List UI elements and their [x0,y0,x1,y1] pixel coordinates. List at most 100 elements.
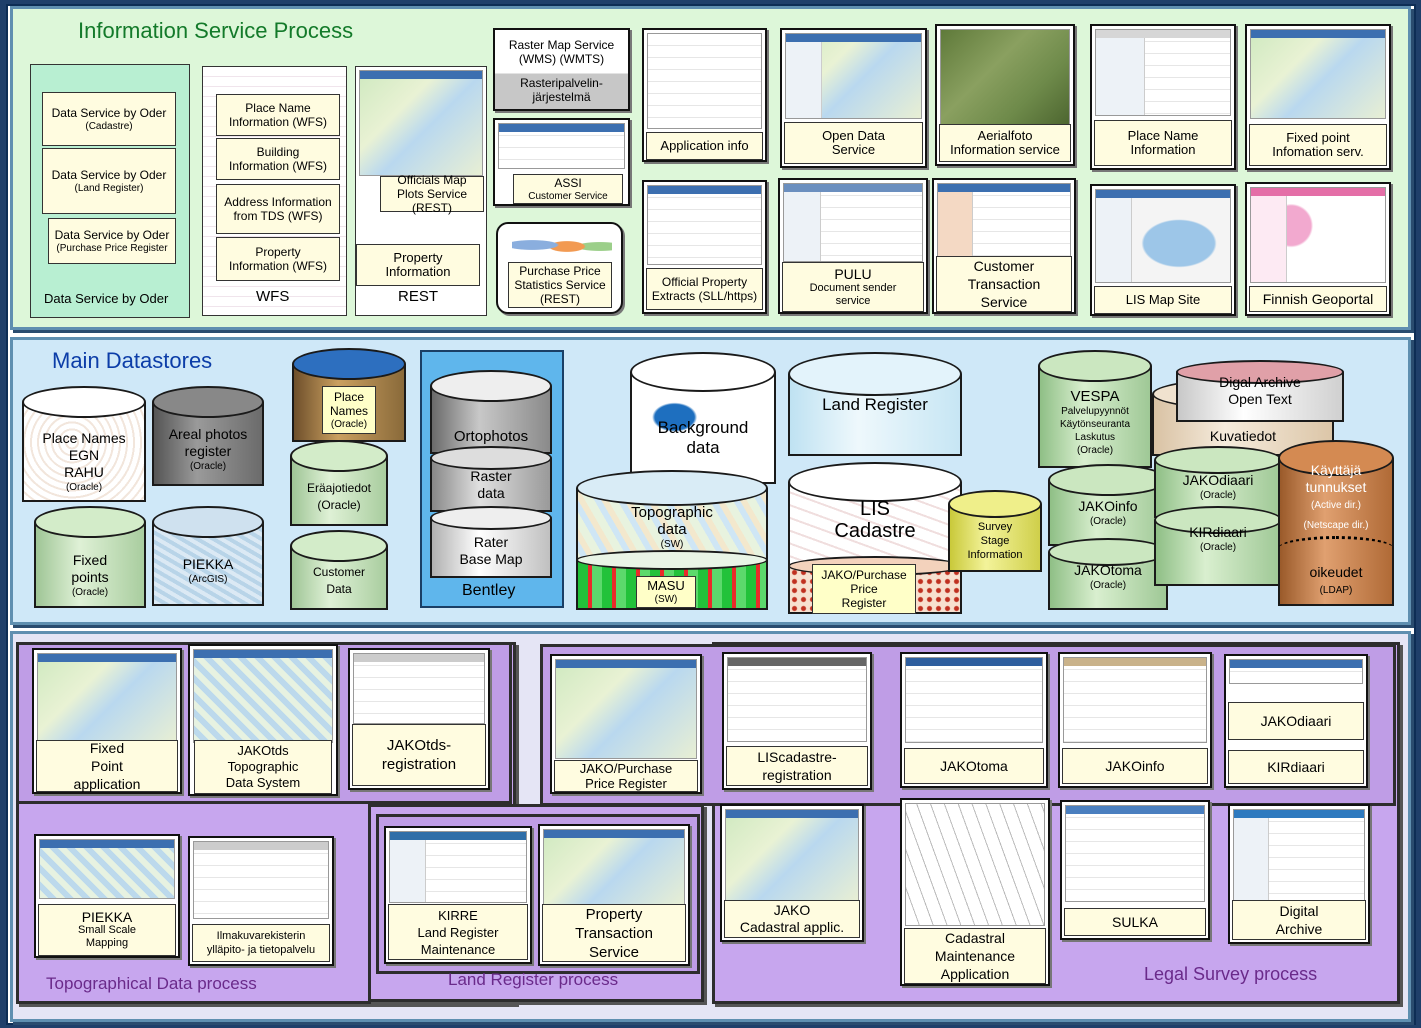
jakoinfo-store-cylinder: JAKOinfo(Oracle) [1048,464,1168,546]
raster-map-sub: Rasteripalvelin- järjestelmä [520,76,603,104]
customer-transaction-label: Customer Transaction Service [936,256,1072,312]
bentley-label: Bentley [462,582,516,599]
cadastral-maintenance-screenshot [905,803,1045,927]
kirre-screenshot [389,831,527,903]
jakotds-screenshot [193,649,333,743]
jako-purchase-cylinder: JAKO/Purchase Price Register [788,556,962,614]
rest-map-screenshot [359,70,483,177]
ldap-divider [1278,536,1394,561]
wfs-place-name: Place Name Information (WFS) [216,94,340,136]
masu-label: MASU(SW) [636,576,696,608]
rest-property-information: Property Information [356,244,480,286]
topographical-process-title: Topographical Data process [46,974,257,993]
jakotds-registration-label: JAKOtds- registration [352,724,486,786]
wfs-footer: WFS [256,288,290,305]
finnish-geoportal-label: Finnish Geoportal [1249,286,1387,312]
fixed-point-app-label: Fixed Point application [36,740,178,792]
jakotoma-app-screenshot [905,657,1043,744]
jakotds-registration-screenshot [353,653,485,724]
digital-archive-cylinder: Digal Archive Open Text [1176,360,1344,422]
jako-purchase-app-label: JAKO/Purchase Price Register [554,760,698,792]
ilmakuva-screenshot [193,841,329,919]
place-names-cylinder: Place Names(Oracle) [292,348,406,442]
digital-archive-app-label: Digital Archive [1232,900,1366,940]
jakotoma-store-cylinder: JAKOtoma(Oracle) [1048,538,1168,610]
wfs-building: Building Information (WFS) [216,138,340,180]
raster-data-cylinder: Raster data [430,446,552,512]
fixed-point-info-screenshot [1250,29,1386,120]
open-data-label: Open Data Service [784,122,923,164]
place-name-info-label: Place Name Information [1094,120,1232,166]
fixed-points-cylinder: Fixed points(Oracle) [34,506,146,608]
jakoinfo-app-label: JAKOinfo [1062,748,1208,784]
fixed-point-app-screenshot [37,653,177,744]
open-data-screenshot [785,33,922,120]
piekka-cylinder: PIEKKA(ArcGIS) [152,506,264,606]
rater-base-map-cylinder: Rater Base Map [430,506,552,578]
jako-purchase-label: JAKO/Purchase Price Register [812,564,916,614]
rest-officials-map: Officials Map Plots Service (REST) [380,173,484,215]
eraajotiedot-cylinder: Eräajotiedot (Oracle) [290,440,388,526]
jako-purchase-app-screenshot [555,659,697,759]
jakoinfo-app-screenshot [1063,657,1207,744]
jako-cadastral-label: JAKO Cadastral applic. [724,900,860,938]
finnish-geoportal-screenshot [1250,187,1386,283]
property-transaction-label: Property Transaction Service [542,904,686,962]
purchase-price-stats-label: Purchase Price Statistics Service (REST) [508,262,612,308]
official-property-label: Official Property Extracts (SLL/https) [646,268,763,310]
pulu-card [778,178,928,314]
kirdiaari-store-cylinder: KIRdiaari(Oracle) [1154,506,1282,586]
liscadastre-registration-label: LIScadastre- registration [726,746,868,786]
digital-archive-app-screenshot [1233,809,1365,901]
masu-cylinder: MASU(SW) [576,550,768,610]
information-service-title: Information Service Process [78,18,354,43]
place-names-egn-cylinder: Place Names EGN RAHU(Oracle) [22,386,146,502]
lis-map-site-label: LIS Map Site [1094,286,1232,314]
rest-footer: REST [398,288,439,305]
jakodiaari-screenshot [1229,659,1363,685]
legal-survey-process-title: Legal Survey process [1144,964,1318,984]
ilmakuva-label: Ilmakuvarekisterin ylläpito- ja tietopal… [192,924,330,962]
wfs-address: Address Information from TDS (WFS) [216,184,340,234]
sulka-screenshot [1065,805,1205,903]
assi-screenshot [498,123,625,169]
pulu-screenshot [783,183,923,262]
place-names-label: Place Names(Oracle) [322,386,376,434]
fixed-point-info-label: Fixed point Infomation serv. [1249,124,1387,166]
survey-stage-cylinder: Survey Stage Information [948,490,1042,572]
customer-data-cylinder: Customer Data [290,530,388,610]
application-info-screenshot [647,33,762,129]
jakotoma-app-label: JAKOtoma [904,748,1044,784]
jakodiaari-app-label: JAKOdiaari [1228,702,1364,740]
property-transaction-screenshot [543,829,685,907]
official-property-screenshot [647,185,762,265]
raster-map-service: Raster Map Service (WMS) (WMTS) Rasterip… [493,28,630,111]
data-service-footer: Data Service by Oder [44,291,169,306]
land-register-process-title: Land Register process [448,970,619,989]
data-service-land-register: Data Service by Oder(Land Register) [42,148,176,214]
data-service-cadastre: Data Service by Oder(Cadastre) [42,92,176,146]
sulka-label: SULKA [1064,908,1206,936]
piekka-app-screenshot [39,839,175,899]
main-datastores-title: Main Datastores [52,348,213,373]
kirdiaari-app-label: KIRdiaari [1228,750,1364,784]
aerialfoto-label: Aerialfoto Information service [939,124,1071,162]
land-register-cylinder: Land Register [788,352,962,456]
kayttaja-cylinder: Käyttäjä tunnukset(Active dir.) (Netscap… [1278,440,1394,606]
wfs-property: Property Information (WFS) [216,237,340,281]
jakotds-label: JAKOtds Topographic Data System [194,740,332,794]
lis-map-site-screenshot [1095,189,1231,284]
customer-transaction-screenshot [937,183,1071,259]
finland-maps-graphic [512,230,612,260]
raster-map-label: Raster Map Service (WMS) (WMTS) [508,38,615,66]
areal-photos-cylinder: Areal photos register(Oracle) [152,386,264,486]
data-service-purchase-price: Data Service by Oder(Purchase Price Regi… [48,218,176,264]
cadastral-maintenance-label: Cadastral Maintenance Application [904,928,1046,984]
ortophotos-cylinder: Ortophotos [430,370,552,454]
place-name-info-screenshot [1095,29,1231,117]
jako-purchase-app-card [550,654,702,794]
